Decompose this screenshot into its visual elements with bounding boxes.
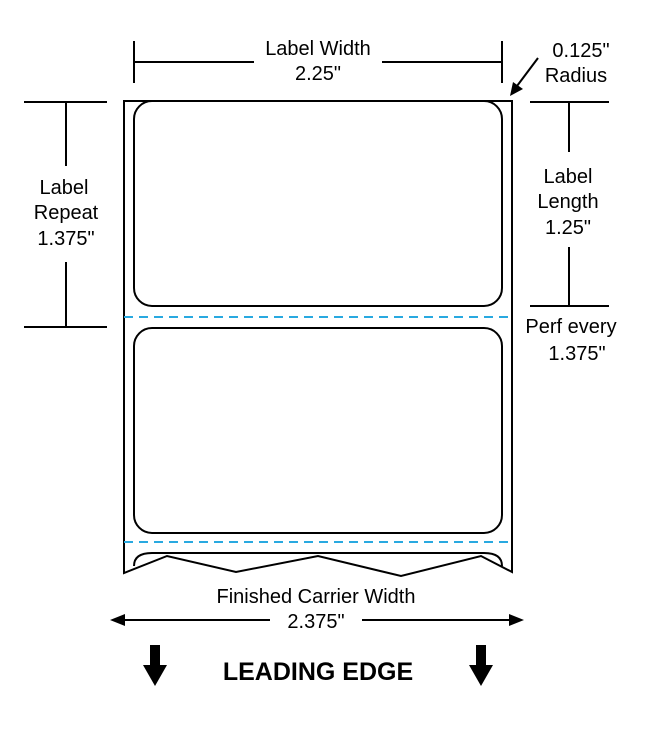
carrier-width-title: Finished Carrier Width (217, 586, 416, 608)
arrow-down-icon (469, 645, 493, 686)
label-length-value: 1.25" (545, 217, 591, 239)
radius-value: 0.125" (552, 40, 609, 62)
radius-leader (516, 57, 539, 87)
radius-arrowhead (510, 82, 523, 96)
label-repeat-value: 1.375" (37, 228, 94, 250)
perf-note-value: 1.375" (548, 343, 605, 365)
label-length-line2: Length (537, 191, 598, 213)
carrier-width-value: 2.375" (287, 611, 344, 633)
label-repeat-line2: Repeat (34, 202, 99, 224)
label-repeat-line1: Label (40, 177, 89, 199)
label-width-title: Label Width (265, 38, 371, 60)
leading-edge-label: LEADING EDGE (223, 658, 413, 686)
label-width-value: 2.25" (295, 63, 341, 85)
label-2 (133, 327, 503, 534)
label-length-line1: Label (544, 166, 593, 188)
radius-title: Radius (545, 65, 607, 87)
label-3-partial (133, 552, 503, 567)
perf-note-line1: Perf every (525, 316, 616, 338)
label-1 (133, 100, 503, 307)
carrier-outline (123, 100, 513, 578)
carrier-width-arrow-right (509, 614, 524, 626)
carrier-width-arrow-left (110, 614, 125, 626)
arrow-down-icon (143, 645, 167, 686)
